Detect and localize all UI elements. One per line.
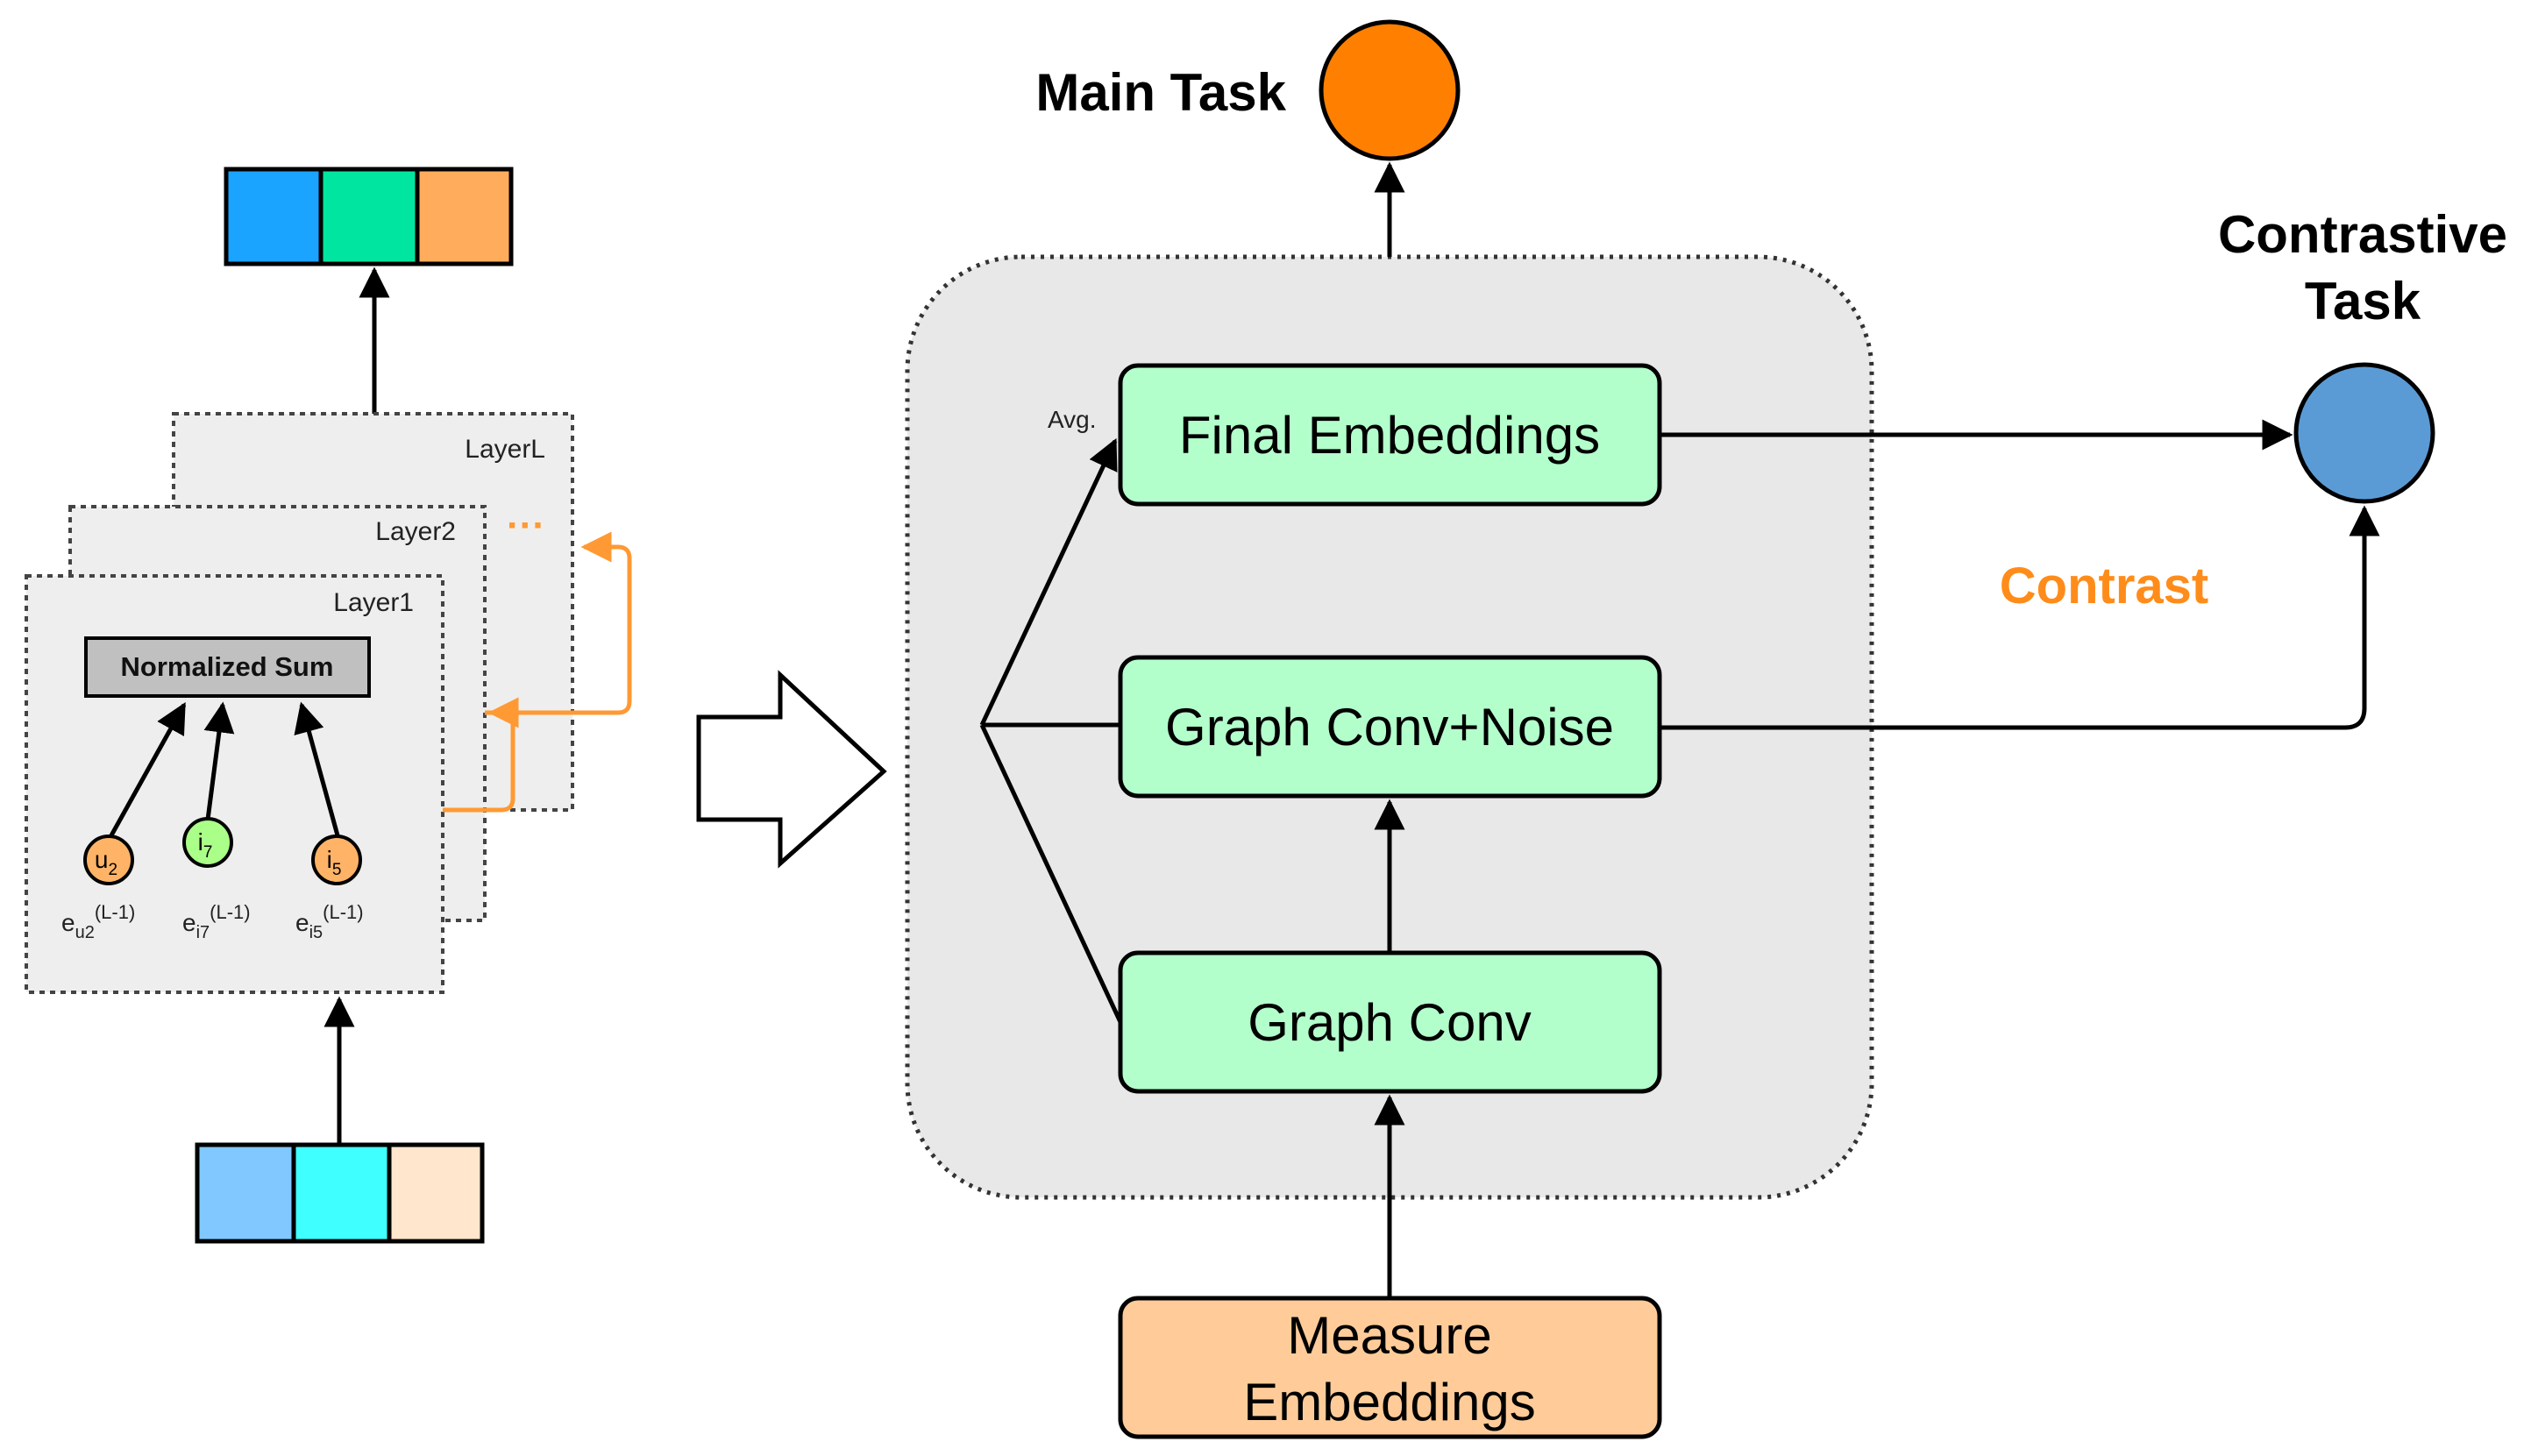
contrast-label: Contrast — [2000, 558, 2208, 614]
node-i5-circle — [311, 835, 362, 885]
node-u2: u2 — [83, 835, 134, 885]
orange-arrow-layer2-to-layerL — [485, 531, 632, 715]
input-vector — [195, 1142, 485, 1244]
main-task-label: Main Task — [1035, 63, 1286, 122]
embedding-label-u2: eu2(L-1) — [61, 901, 135, 942]
output-vector-cell-3 — [415, 167, 514, 266]
input-vector-cell-2 — [291, 1142, 392, 1244]
layer-ellipsis: ··· — [507, 504, 545, 547]
layer-L-label: LayerL — [465, 435, 545, 464]
node-i7-circle — [182, 817, 233, 868]
contrastive-task-label-line1: Contrastive — [2218, 205, 2507, 264]
avg-label: Avg. — [1048, 406, 1097, 433]
graph-conv-label: Graph Conv — [1248, 993, 1532, 1052]
graph-conv-noise-label: Graph Conv+Noise — [1165, 698, 1614, 756]
output-vector — [224, 167, 514, 266]
node-u2-label: u2 — [95, 846, 117, 879]
layer-1-label: Layer1 — [333, 588, 414, 617]
node-i5-label: i5 — [327, 846, 342, 879]
input-vector-cell-1 — [195, 1142, 296, 1244]
contrastive-task-label-line2: Task — [2305, 272, 2421, 330]
arrow-noise-to-contrastive — [1660, 505, 2380, 730]
node-i5: i5 — [311, 835, 362, 885]
node-i7-label: i7 — [198, 828, 213, 862]
embedding-label-i7: ei7(L-1) — [182, 901, 251, 942]
output-vector-cell-1 — [224, 167, 323, 266]
avg-line-from-graph-conv — [979, 723, 1123, 1024]
measure-embeddings-label-line2: Embeddings — [1243, 1373, 1536, 1431]
node-i7: i7 — [182, 817, 233, 868]
arrow-i5-to-sum — [294, 701, 340, 836]
normalized-sum-box — [84, 636, 371, 698]
avg-arrow-to-final — [979, 437, 1118, 727]
transition-arrow-icon — [696, 670, 887, 869]
output-vector-cell-2 — [318, 167, 420, 266]
measure-embeddings-label-line1: Measure — [1287, 1306, 1491, 1365]
arrow-i7-to-sum — [203, 701, 235, 820]
node-u2-circle — [83, 835, 134, 885]
normalized-sum-label: Normalized Sum — [121, 651, 334, 682]
arrow-u2-to-sum — [109, 701, 187, 837]
main-task-circle — [1319, 19, 1461, 161]
layer-1-panel: Layer1 Normalized Sum u2 i7 i5 eu2(L-1) … — [25, 574, 444, 994]
final-embeddings-label: Final Embeddings — [1179, 406, 1600, 465]
input-vector-cell-3 — [387, 1142, 485, 1244]
contrastive-task-circle — [2293, 362, 2435, 504]
layer-2-label: Layer2 — [375, 517, 456, 546]
embedding-label-i5: ei5(L-1) — [295, 901, 364, 942]
